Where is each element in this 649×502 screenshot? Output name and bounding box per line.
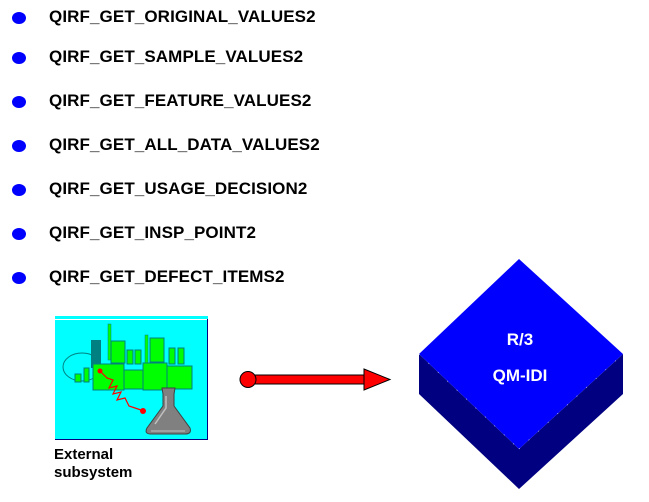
- r3-label: R/3: [506, 330, 534, 349]
- factory-and-flask-icon: [55, 316, 208, 440]
- function-name: QIRF_GET_ALL_DATA_VALUES2: [49, 135, 320, 154]
- function-name: QIRF_GET_DEFECT_ITEMS2: [49, 267, 285, 286]
- bullet-icon: [12, 140, 26, 152]
- function-name: QIRF_GET_ORIGINAL_VALUES2: [49, 7, 316, 26]
- bullet-icon: [12, 52, 26, 64]
- qm-idi-label: QM-IDI: [492, 366, 548, 385]
- function-name: QIRF_GET_SAMPLE_VALUES2: [49, 47, 304, 66]
- bullet-icon: [12, 228, 26, 240]
- red-arrow-icon: [236, 364, 392, 401]
- external-subsystem-picture: [55, 316, 208, 440]
- function-name: QIRF_GET_INSP_POINT2: [49, 223, 256, 242]
- bullet-icon: [12, 12, 26, 24]
- function-name: QIRF_GET_USAGE_DECISION2: [49, 179, 308, 198]
- r3-system-block: [417, 257, 627, 497]
- bullet-icon: [12, 96, 26, 108]
- function-name: QIRF_GET_FEATURE_VALUES2: [49, 91, 312, 110]
- subsystem-label-line2: subsystem: [54, 464, 133, 481]
- bullet-icon: [12, 184, 26, 196]
- diamond-block-icon: [418, 259, 624, 489]
- subsystem-label-line1: External: [54, 446, 114, 463]
- bullet-icon: [12, 272, 26, 284]
- subsystem-label: External subsystem: [54, 446, 132, 482]
